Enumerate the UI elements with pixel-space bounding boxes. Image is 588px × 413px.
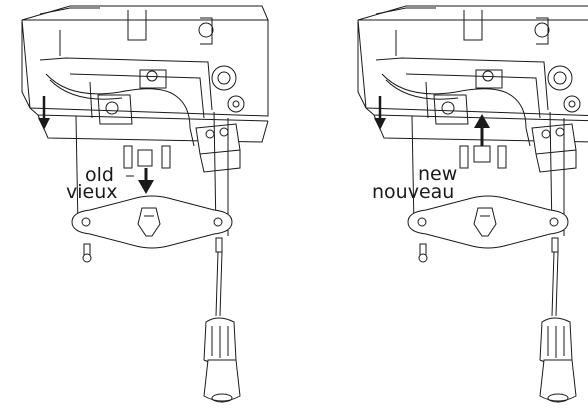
label-old: old — [85, 164, 114, 186]
right-panel-illustration — [356, 4, 588, 404]
label-new: new — [418, 163, 457, 185]
left-panel-illustration — [20, 4, 270, 404]
up-arrow-icon — [474, 114, 490, 146]
down-arrow-icon — [138, 168, 154, 194]
label-vieux: vieux — [66, 181, 118, 203]
label-nouveau: nouveau — [372, 181, 454, 203]
